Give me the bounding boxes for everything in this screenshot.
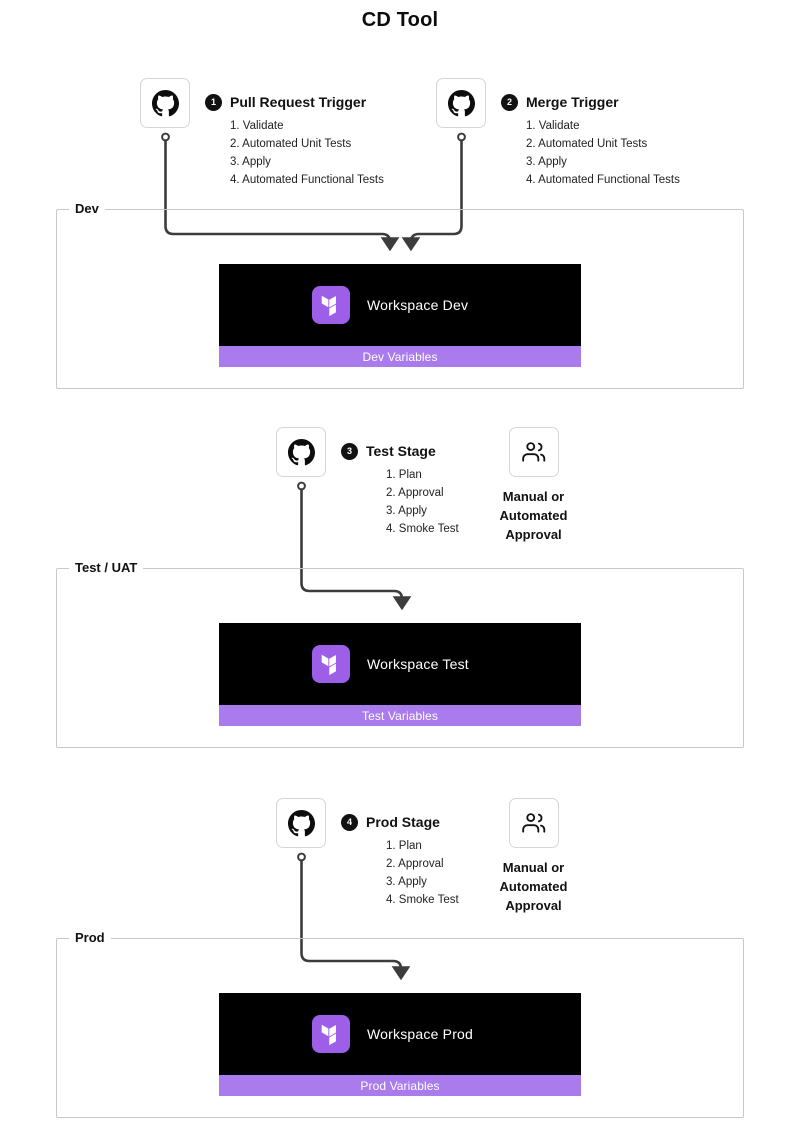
terraform-glyph [321,654,336,675]
approval-block-1: Manual or Automated Approval [468,427,599,544]
users-icon [521,442,545,462]
trigger-step: 2. Automated Unit Tests [230,138,352,150]
approval-caption-line: Manual or [502,489,565,504]
trigger-title-1: Pull Request Trigger [230,94,367,110]
trigger-block-1: 1 Pull Request Trigger 1. Validate 2. Au… [205,93,384,189]
github-trigger-box-3[interactable] [276,427,326,477]
trigger-header-2: 2 Merge Trigger [501,93,680,111]
approval-caption-line: Manual or [502,860,565,875]
trigger-title-2: Merge Trigger [526,94,619,110]
connector-origin-dot-3 [297,481,306,491]
workspace-card-prod[interactable]: Workspace Prod Prod Variables [219,993,581,1096]
env-label-dev: Dev [69,201,105,216]
stage-block-3: 3 Test Stage 1. Plan 2. Approval 3. Appl… [341,442,459,538]
terraform-glyph [321,295,336,316]
page-title: CD Tool [361,9,439,31]
stage-title-4: Prod Stage [366,814,440,830]
approval-caption-line: Approval [505,898,562,913]
approval-caption-line: Approval [505,527,562,542]
terraform-icon [312,286,350,324]
stage-step: 2. Approval [386,487,444,499]
workspace-name-dev: Workspace Dev [367,297,469,313]
step-number-badge-1: 1 [205,93,222,111]
stage-step: 4. Smoke Test [386,523,459,535]
workspace-variables-test[interactable]: Test Variables [219,705,581,726]
workspace-body-test: Workspace Test [219,623,581,705]
stage-step: 3. Apply [386,505,427,517]
env-group-dev: Dev [56,201,744,389]
workspace-card-dev[interactable]: Workspace Dev Dev Variables [219,264,581,367]
step-number-badge-2: 2 [501,93,518,111]
terraform-icon [312,645,350,683]
approval-block-2: Manual or Automated Approval [468,798,599,915]
workspace-variables-dev[interactable]: Dev Variables [219,346,581,367]
github-icon [287,438,315,465]
users-icon [521,813,545,833]
stage-step: 1. Plan [386,840,422,852]
trigger-steps-2: 1. Validate 2. Automated Unit Tests 3. A… [526,117,680,189]
stage-step: 4. Smoke Test [386,894,459,906]
github-trigger-box-2[interactable] [436,78,486,128]
github-trigger-box-1[interactable] [140,78,190,128]
approval-caption-1: Manual or Automated Approval [468,487,599,544]
connector-origin-dot-1 [161,132,170,142]
env-group-prod: Prod [56,930,744,1118]
terraform-icon [312,1015,350,1053]
trigger-step: 2. Automated Unit Tests [526,138,648,150]
stage-header-4: 4 Prod Stage [341,813,459,831]
workspace-body-prod: Workspace Prod [219,993,581,1075]
trigger-step: 1. Validate [230,120,284,132]
approval-caption-line: Automated [499,879,568,894]
github-icon [151,89,179,116]
workspace-variables-prod[interactable]: Prod Variables [219,1075,581,1096]
trigger-header-1: 1 Pull Request Trigger [205,93,384,111]
step-number-badge-3: 3 [341,442,358,460]
approval-caption-2: Manual or Automated Approval [468,858,599,915]
workspace-name-prod: Workspace Prod [367,1026,474,1042]
approval-icon-box-1[interactable] [508,427,559,477]
connector-origin-dot-2 [457,132,466,142]
terraform-glyph [321,1024,336,1045]
trigger-step: 4. Automated Functional Tests [230,174,384,186]
env-group-test: Test / UAT [56,560,744,748]
trigger-step: 4. Automated Functional Tests [526,174,680,186]
trigger-block-2: 2 Merge Trigger 1. Validate 2. Automated… [501,93,680,189]
github-icon [287,809,315,836]
env-label-prod: Prod [69,930,111,945]
stage-steps-4: 1. Plan 2. Approval 3. Apply 4. Smoke Te… [386,837,459,909]
approval-icon-box-2[interactable] [508,798,559,848]
stage-step: 1. Plan [386,469,422,481]
stage-title-3: Test Stage [366,443,436,459]
stage-block-4: 4 Prod Stage 1. Plan 2. Approval 3. Appl… [341,813,459,909]
trigger-steps-1: 1. Validate 2. Automated Unit Tests 3. A… [230,117,384,189]
env-label-test: Test / UAT [69,560,144,575]
workspace-name-test: Workspace Test [367,656,469,672]
trigger-step: 1. Validate [526,120,580,132]
workspace-card-test[interactable]: Workspace Test Test Variables [219,623,581,726]
trigger-step: 3. Apply [526,156,567,168]
github-icon [447,89,475,116]
stage-header-3: 3 Test Stage [341,442,459,460]
trigger-step: 3. Apply [230,156,271,168]
approval-caption-line: Automated [499,508,568,523]
workspace-body-dev: Workspace Dev [219,264,581,346]
github-trigger-box-4[interactable] [276,798,326,848]
stage-steps-3: 1. Plan 2. Approval 3. Apply 4. Smoke Te… [386,466,459,538]
connector-origin-dot-4 [297,852,306,862]
stage-step: 3. Apply [386,876,427,888]
stage-step: 2. Approval [386,858,444,870]
step-number-badge-4: 4 [341,813,358,831]
